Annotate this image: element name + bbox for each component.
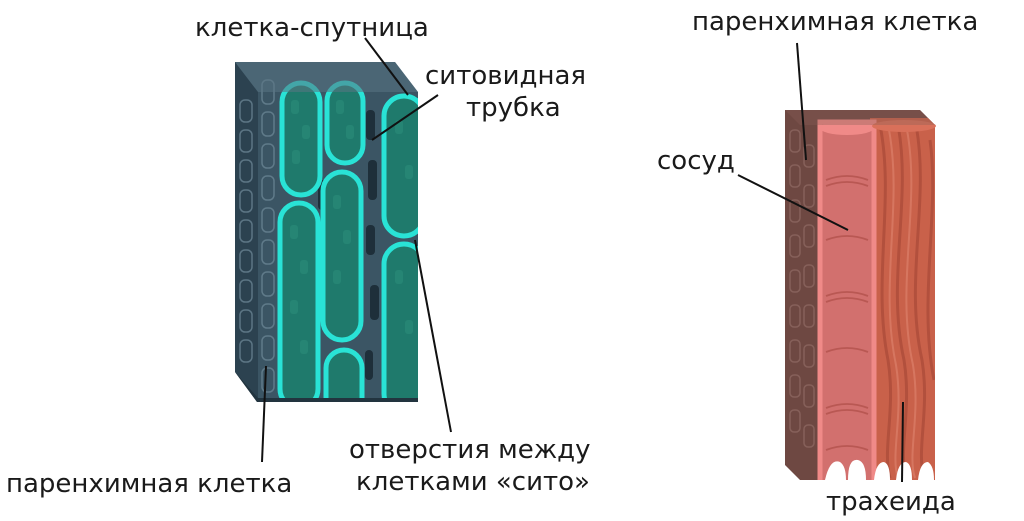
tracheid-fibers [878, 124, 935, 479]
leader-sieve-tube [371, 94, 439, 141]
leader-xylem-parenchyma [796, 42, 807, 161]
xylem-block [785, 110, 935, 480]
label-sieve-tube-line2: трубка [466, 93, 561, 123]
leader-tracheid [901, 401, 904, 483]
phloem-top-face [235, 62, 418, 92]
sieve-element [323, 347, 365, 402]
sieve-element [277, 200, 321, 402]
leader-companion-cell [364, 37, 409, 96]
label-sieve-holes-line1: отверстия между [349, 435, 591, 465]
sieve-inner-texture [290, 100, 413, 354]
label-companion-cell: клетка-спутница [195, 13, 429, 43]
vessel-top-opening [820, 121, 874, 135]
phloem-bottom-shade [235, 372, 418, 402]
leader-lines [261, 37, 904, 483]
phloem-parenchyma-cells [239, 79, 275, 393]
label-vessel: сосуд [657, 146, 735, 176]
tracheid-top [872, 120, 936, 132]
sieve-element [381, 93, 418, 239]
sieve-element [324, 80, 366, 166]
sieve-element [381, 241, 418, 402]
sieve-element [279, 80, 323, 198]
label-tracheid: трахеида [826, 487, 956, 517]
leader-phloem-parenchyma [261, 365, 267, 463]
xylem-top-face [785, 110, 935, 125]
leader-vessel [737, 174, 849, 231]
leader-sieve-holes [414, 239, 452, 433]
tracheid-highlights [888, 129, 917, 479]
sieve-element [320, 169, 364, 343]
label-xylem-parenchyma: паренхимная клетка [692, 7, 978, 37]
label-sieve-holes-line2: клетками «сито» [356, 467, 590, 497]
phloem-side-face [235, 62, 258, 402]
label-sieve-tube-line1: ситовидная [425, 61, 586, 91]
xylem-bottom-openings [825, 459, 934, 480]
phloem-block [235, 62, 418, 402]
label-phloem-parenchyma: паренхимная клетка [6, 469, 292, 499]
xylem-parenchyma-cells [789, 129, 815, 448]
vessel-rings [825, 175, 869, 451]
